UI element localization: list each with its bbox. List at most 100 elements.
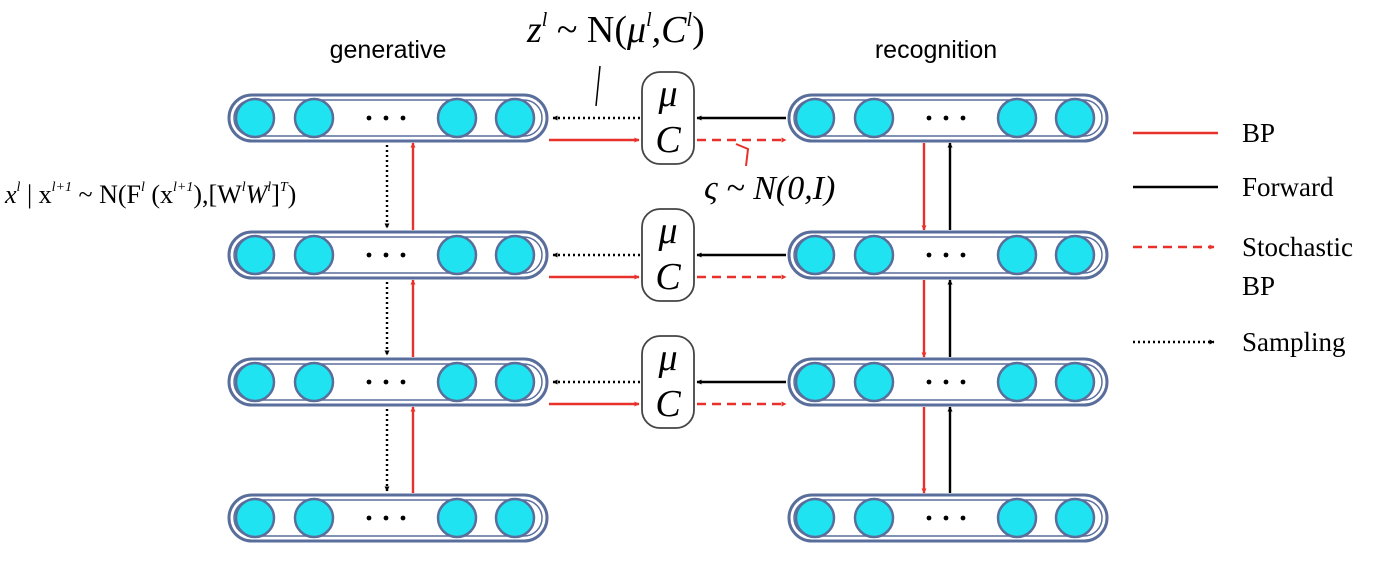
generative-layer-4 — [227, 493, 549, 543]
c-label: C — [655, 256, 681, 298]
ellipsis-dot — [960, 252, 966, 258]
noise-rest: ~ N(0,I) — [718, 170, 836, 207]
generative-layer-2 — [227, 230, 549, 280]
neuron — [436, 361, 478, 403]
recognition-layer-2 — [787, 230, 1109, 280]
generative-layer-1-inner — [233, 99, 543, 137]
gaussian-unit-2: μC — [641, 208, 695, 302]
cond-mid: ),[W — [193, 180, 242, 209]
ellipsis-dot — [400, 252, 406, 258]
legend-sampling-label: Sampling — [1242, 327, 1346, 357]
recognition-title: recognition — [875, 36, 997, 64]
ellipsis-dot — [383, 252, 389, 258]
ellipsis-dot — [366, 515, 372, 521]
neuron — [293, 97, 335, 139]
neuron — [853, 361, 895, 403]
generative-layer-3-inner — [233, 363, 543, 401]
ellipsis-dot — [366, 252, 372, 258]
neuron — [853, 234, 895, 276]
latent-z-annotation: zl ~ N(μl,Cl) — [526, 9, 705, 107]
neuron — [996, 361, 1038, 403]
neuron — [494, 497, 536, 539]
c-label: C — [655, 383, 681, 425]
conditional-annotation: xl | xl+1 ~ N(Fl (xl+1),[WlWl]T) — [4, 180, 296, 209]
latent-z-symbol: z — [526, 9, 542, 51]
neuron — [436, 497, 478, 539]
latent-z-close: ) — [692, 9, 705, 51]
cond-t-sup: T — [280, 180, 289, 195]
ellipsis-dot — [943, 515, 949, 521]
neuron — [436, 97, 478, 139]
gaussian-unit-2-outline — [641, 208, 695, 302]
neuron — [293, 497, 335, 539]
recognition-layer-3 — [787, 357, 1109, 407]
neuron — [234, 97, 276, 139]
neuron — [293, 234, 335, 276]
neuron — [494, 234, 536, 276]
gaussian-unit-1-outline — [641, 71, 695, 165]
legend: BP Forward Stochastic BP Sampling — [1133, 118, 1353, 357]
gaussian-unit-3-outline — [641, 335, 695, 429]
ellipsis-dot — [943, 252, 949, 258]
cond-w1-sup: l — [242, 180, 246, 195]
ellipsis-dot — [383, 379, 389, 385]
cond-bar-x-sup: l+1 — [52, 180, 72, 195]
ellipsis-dot — [960, 515, 966, 521]
recognition-layer-2-inner — [793, 236, 1103, 274]
ellipsis-dot — [400, 115, 406, 121]
recognition-layer-1 — [787, 93, 1109, 143]
cond-x-sup: l — [17, 180, 21, 195]
neuron — [853, 497, 895, 539]
latent-z-sup: l — [542, 9, 548, 31]
cond-w2: W — [246, 180, 270, 209]
layers — [227, 93, 1109, 543]
cond-f-sup: l — [141, 180, 145, 195]
ellipsis-dot — [926, 515, 932, 521]
neuron — [1054, 234, 1096, 276]
noise-zeta: ς — [704, 170, 718, 207]
legend-forward-label: Forward — [1242, 172, 1334, 202]
ellipsis-dot — [926, 115, 932, 121]
latent-z-comma-c: ,C — [652, 9, 688, 51]
cond-bar-x: | x — [20, 180, 51, 209]
neuron — [1054, 97, 1096, 139]
ellipsis-dot — [383, 515, 389, 521]
ellipsis-dot — [366, 115, 372, 121]
connections — [384, 115, 953, 494]
ellipsis-dot — [960, 379, 966, 385]
svg-text:zl ~ N(μl,Cl): zl ~ N(μl,Cl) — [526, 9, 705, 51]
recognition-layer-4-inner — [793, 499, 1103, 537]
latent-z-c-sup: l — [687, 9, 693, 31]
neuron — [1054, 497, 1096, 539]
recognition-layer-4 — [787, 493, 1109, 543]
cond-x: x — [4, 180, 17, 209]
latent-z-mu: μ — [626, 9, 646, 51]
cond-open-x-sup: l+1 — [173, 180, 193, 195]
recognition-layer-1-inner — [793, 99, 1103, 137]
gaussian-unit-1: μC — [641, 71, 695, 165]
svg-text:ς ~ N(0,I): ς ~ N(0,I) — [704, 170, 835, 207]
ellipsis-dot — [943, 379, 949, 385]
neuron — [996, 234, 1038, 276]
ellipsis-dot — [400, 515, 406, 521]
cond-open-x: (x — [145, 180, 173, 209]
legend-stochastic-label-2: BP — [1242, 271, 1275, 301]
latent-z-tilde: ~ N( — [547, 9, 627, 51]
cond-w2-sup: l — [267, 180, 271, 195]
neuron — [293, 361, 335, 403]
neuron — [996, 97, 1038, 139]
mu-label: μ — [657, 210, 677, 252]
mu-label: μ — [657, 337, 677, 379]
neuron — [436, 234, 478, 276]
neuron — [234, 497, 276, 539]
ellipsis-dot — [383, 115, 389, 121]
neuron — [234, 234, 276, 276]
neuron — [794, 234, 836, 276]
legend-bp-label: BP — [1242, 118, 1275, 148]
neuron — [1054, 361, 1096, 403]
gaussian-unit-3: μC — [641, 335, 695, 429]
cond-close: ) — [288, 180, 297, 209]
neuron — [996, 497, 1038, 539]
